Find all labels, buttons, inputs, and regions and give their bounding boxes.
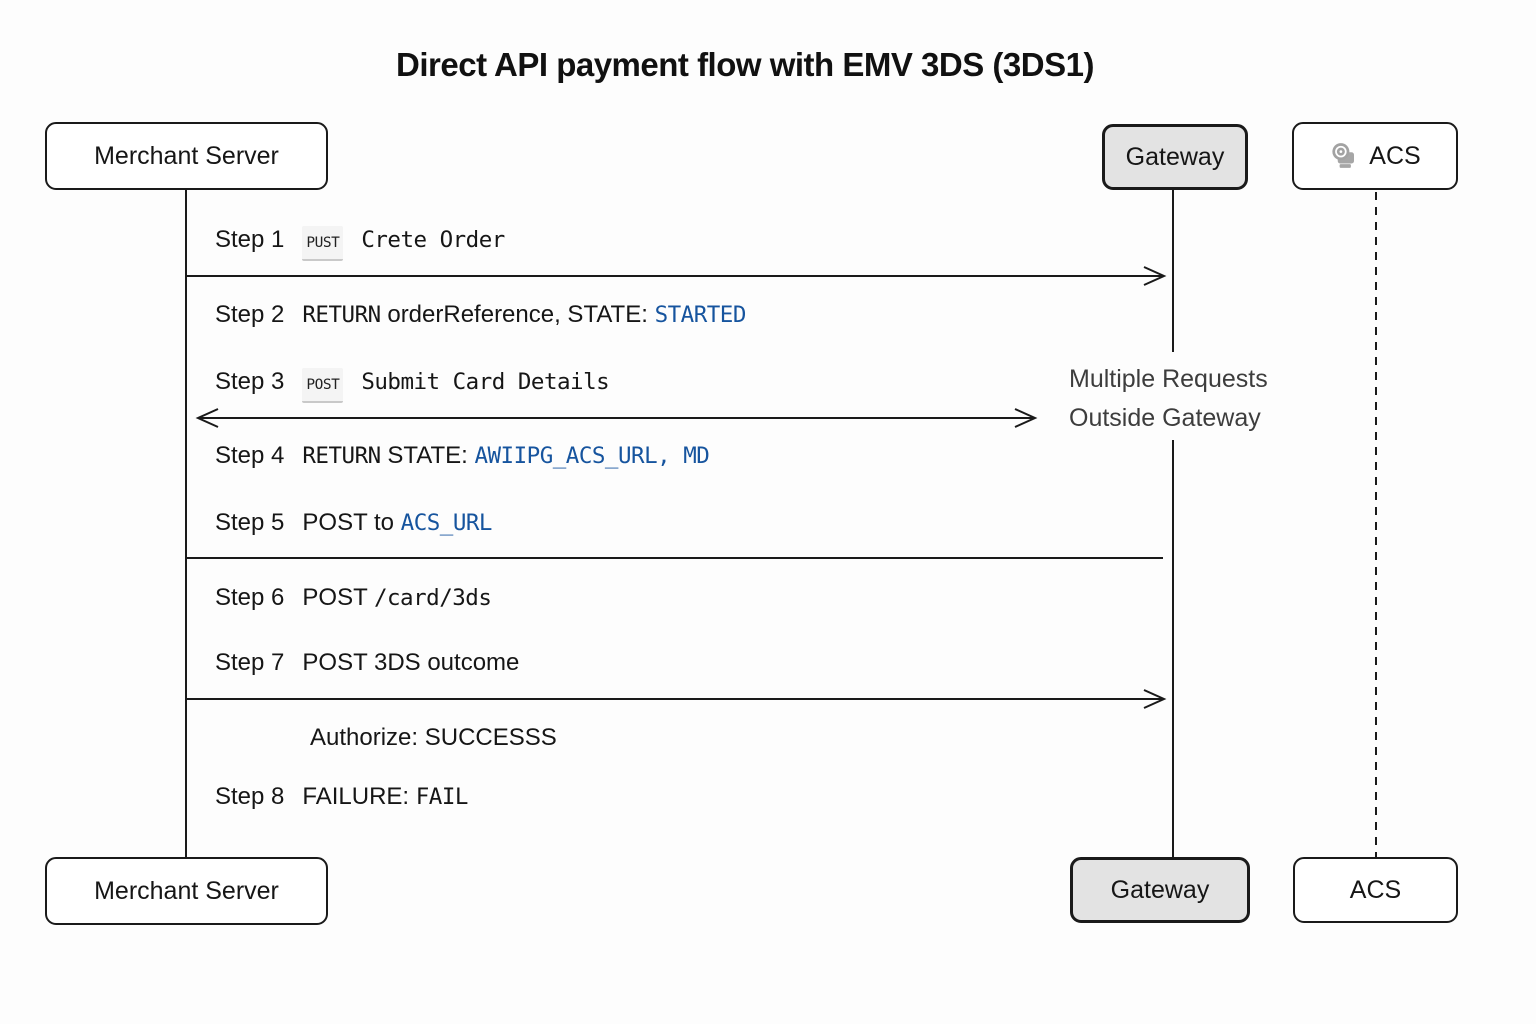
step-8-text: FAILURE: FAIL	[302, 783, 468, 810]
step-6-label: Step 6	[215, 584, 285, 611]
arrow-double-head-left	[195, 408, 219, 428]
step-1-label: Step 1	[215, 226, 285, 253]
actor-gateway-top-label: Gateway	[1125, 142, 1225, 171]
step-4-text: RETURN STATE: AWIIPG_ACS_URL, MD	[302, 442, 710, 469]
step-row-8: Step 8 FAILURE: FAIL	[215, 781, 468, 813]
actor-merchant-server-top: Merchant Server	[45, 122, 328, 190]
step-row-1: Step 1 PUST Crete Order	[215, 224, 505, 261]
step-row-5: Step 5 POST to ACS_URL	[215, 507, 492, 539]
arrow-double-head-right	[1014, 408, 1038, 428]
step-3-text: Submit Card Details	[361, 369, 610, 395]
step-row-3: Step 3 POST Submit Card Details	[215, 366, 610, 403]
step-5-text: POST to ACS_URL	[302, 509, 492, 536]
step-1-text: Crete Order	[361, 227, 505, 253]
arrow-step1-head	[1143, 266, 1167, 286]
actor-acs-bottom-label: ACS	[1349, 875, 1402, 904]
actor-merchant-server-bottom-label: Merchant Server	[94, 876, 279, 905]
step-2-label: Step 2	[215, 301, 285, 328]
actor-acs-top: ACS	[1292, 122, 1458, 190]
step-row-7: Step 7 POST 3DS outcome	[215, 647, 519, 679]
arrow-step7-head	[1143, 689, 1167, 709]
step-8-label: Step 8	[215, 783, 285, 810]
actor-acs-bottom: ACS	[1293, 857, 1458, 923]
authorize-text: Authorize: SUCCESSS	[310, 724, 557, 751]
step-5-label: Step 5	[215, 509, 285, 536]
gateway-note: Multiple Requests Outside Gateway	[1063, 358, 1274, 440]
actor-merchant-server-bottom: Merchant Server	[45, 857, 328, 925]
step-4-label: Step 4	[215, 442, 285, 469]
actor-gateway-top: Gateway	[1102, 124, 1248, 190]
step-7-label: Step 7	[215, 649, 285, 676]
actor-gateway-bottom-label: Gateway	[1110, 875, 1210, 904]
step-2-text: RETURN orderReference, STATE: STARTED	[302, 301, 746, 328]
page-title: Direct API payment flow with EMV 3DS (3D…	[396, 46, 1094, 83]
actor-gateway-bottom: Gateway	[1070, 857, 1250, 923]
authorize-row: Authorize: SUCCESSS	[310, 722, 557, 754]
step-7-text: POST 3DS outcome	[302, 649, 520, 676]
step-6-text: POST /card/3ds	[302, 584, 492, 611]
step-1-method-badge: PUST	[302, 226, 344, 261]
step-3-method-badge: POST	[302, 368, 344, 403]
gateway-note-line2: Outside Gateway	[1069, 404, 1261, 432]
step-row-6: Step 6 POST /card/3ds	[215, 582, 492, 614]
webcam-icon	[1332, 143, 1355, 168]
actor-merchant-server-top-label: Merchant Server	[94, 141, 279, 170]
step-row-2: Step 2 RETURN orderReference, STATE: STA…	[215, 299, 746, 331]
step-3-label: Step 3	[215, 368, 285, 395]
actor-acs-top-label: ACS	[1369, 141, 1421, 170]
step-row-4: Step 4 RETURN STATE: AWIIPG_ACS_URL, MD	[215, 440, 710, 472]
gateway-note-line1: Multiple Requests	[1069, 365, 1268, 393]
